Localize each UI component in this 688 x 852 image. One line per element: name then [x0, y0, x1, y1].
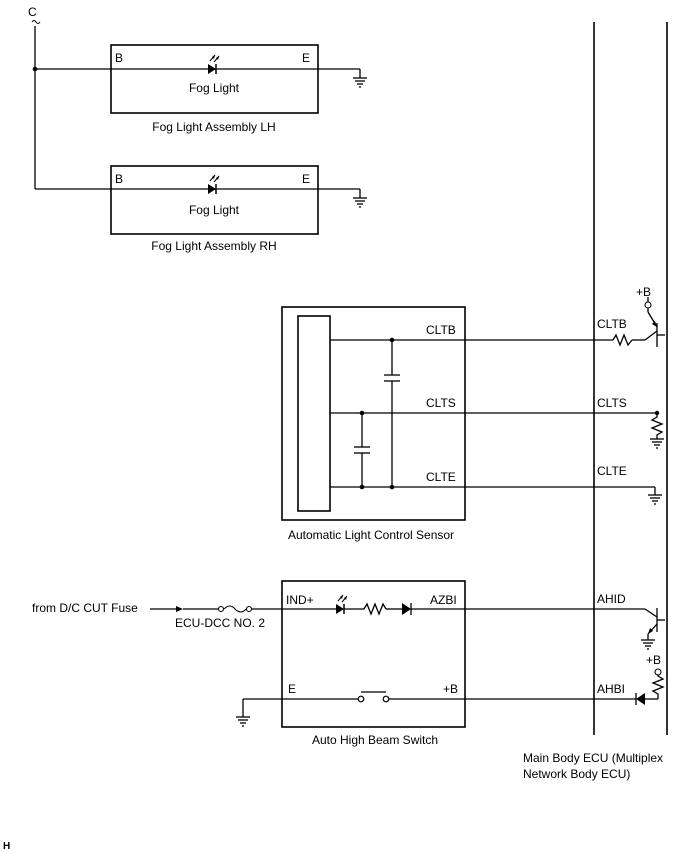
- ecu-pin-ahbi: AHBI: [597, 682, 625, 696]
- corner-mark: H: [3, 841, 10, 852]
- switch-indicator-led-icon: [335, 594, 348, 615]
- ecu-clts-circuit: CLTS: [597, 396, 665, 449]
- fog-lh-pin-e: E: [302, 51, 310, 65]
- sensor-pin-cltb: CLTB: [426, 323, 456, 337]
- ecu-ahbi-plus-b: +B: [646, 653, 661, 667]
- ecu-caption-line2: Network Body ECU): [523, 767, 630, 781]
- sensor-pin-clte: CLTE: [426, 470, 456, 484]
- fog-rh-lamp-label: Fog Light: [189, 203, 240, 217]
- fog-rh-led-icon: [207, 174, 220, 195]
- switch-pin-azbi: AZBI: [430, 593, 457, 607]
- fog-lh-pin-b: B: [115, 51, 123, 65]
- fog-rh-caption: Fog Light Assembly RH: [151, 239, 276, 253]
- fog-rh-ground-icon: [352, 197, 368, 208]
- ecu-pin-ahid: AHID: [597, 592, 626, 606]
- ecu-cltb-plus-b: +B: [636, 285, 651, 299]
- ecu-cltb-circuit: CLTB +B: [597, 285, 665, 347]
- ecu-clte-circuit: CLTE: [597, 464, 663, 505]
- fog-lh-caption: Fog Light Assembly LH: [152, 120, 275, 134]
- fuse-source: from D/C CUT Fuse ECU-DCC NO. 2: [32, 601, 282, 630]
- switch-e-ground: [235, 699, 251, 727]
- fog-rh-pin-e: E: [302, 172, 310, 186]
- sensor-pin-clts: CLTS: [426, 396, 456, 410]
- automatic-light-control-sensor: CLTB CLTS CLTE Automatic Light Control S…: [281, 306, 466, 542]
- connector-c-label: C: [28, 5, 37, 19]
- sensor-caption: Automatic Light Control Sensor: [288, 528, 454, 542]
- fog-lh-ground-icon: [352, 77, 368, 88]
- switch-pin-ind: IND+: [286, 593, 314, 607]
- fog-lh-lamp-label: Fog Light: [189, 81, 240, 95]
- fog-lh-led-icon: [207, 54, 220, 75]
- fuse-label: ECU-DCC NO. 2: [175, 616, 265, 630]
- ecu-pin-cltb: CLTB: [597, 317, 627, 331]
- ecu-caption-line1: Main Body ECU (Multiplex: [523, 751, 663, 765]
- fog-light-assembly-lh: B E Fog Light Fog Light Assembly LH: [35, 44, 368, 134]
- source-label: from D/C CUT Fuse: [32, 601, 138, 615]
- switch-pin-e: E: [288, 682, 296, 696]
- connector-c-symbol: [31, 20, 41, 24]
- auto-high-beam-switch: IND+ AZBI E +B Auto High Beam Switch: [243, 580, 466, 747]
- main-body-ecu: Main Body ECU (Multiplex Network Body EC…: [523, 22, 668, 781]
- ecu-ahid-circuit: AHID: [597, 592, 665, 650]
- ecu-pin-clte: CLTE: [597, 464, 627, 478]
- fog-rh-pin-b: B: [115, 172, 123, 186]
- ecu-ahbi-circuit: AHBI +B: [597, 653, 665, 705]
- ecu-pin-clts: CLTS: [597, 396, 627, 410]
- switch-pin-plus-b: +B: [443, 682, 458, 696]
- switch-caption: Auto High Beam Switch: [312, 733, 438, 747]
- fog-light-assembly-rh: B E Fog Light Fog Light Assembly RH: [35, 165, 368, 253]
